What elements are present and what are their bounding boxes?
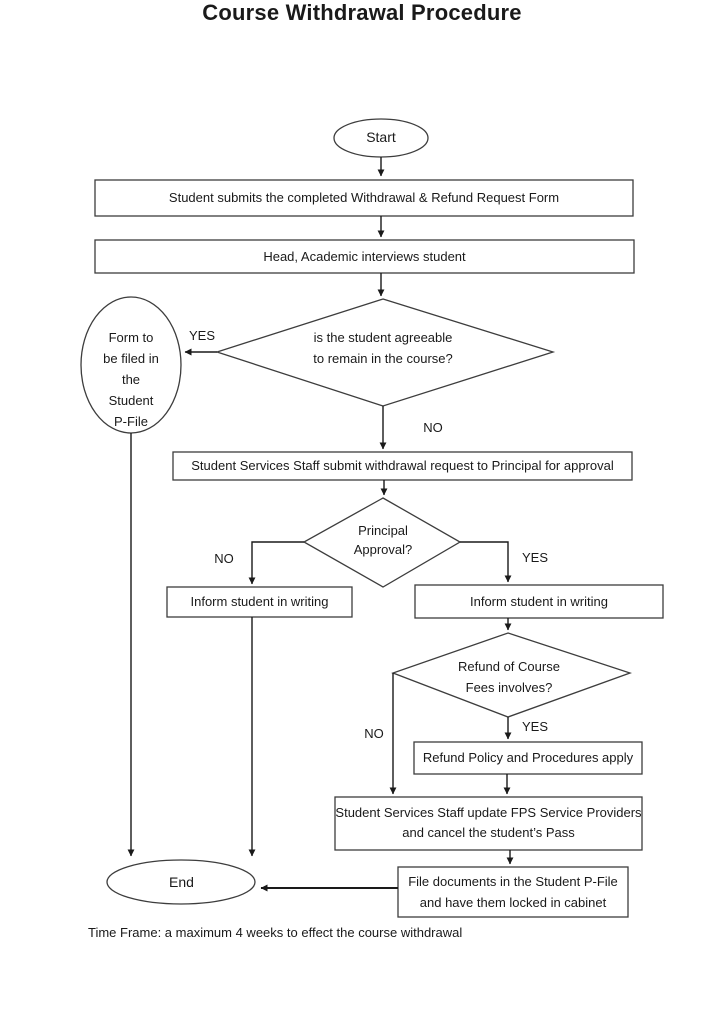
edge-principal-yes-to-inform-right [460, 541, 512, 583]
inform-left-label: Inform student in writing [190, 594, 329, 609]
file-docs-label: File documents in the Student P-File and… [398, 871, 628, 913]
form-filed-line-2: be filed in [103, 351, 159, 366]
refund-line-1: Refund of Course [458, 659, 560, 674]
inform-right-label: Inform student in writing [469, 594, 608, 609]
agreeable-line-1: is the student agreeable [313, 330, 453, 345]
principal-line-1: Principal [358, 523, 408, 538]
principal-no-label: NO [214, 551, 234, 566]
agreeable-label: is the student agreeable to remain in th… [263, 327, 503, 369]
update-fps-line-2: and cancel the student’s Pass [402, 825, 575, 840]
page-title: Course Withdrawal Procedure [202, 0, 522, 25]
end-label: End [169, 874, 194, 890]
form-filed-line-4: Student [108, 393, 154, 408]
update-fps-line-1: Student Services Staff update FPS Servic… [335, 805, 642, 820]
update-fps-label: Student Services Staff update FPS Servic… [335, 803, 642, 843]
refund-yes-label: YES [521, 719, 548, 734]
submit-form-box [94, 179, 634, 217]
time-frame-note: Time Frame: a maximum 4 weeks to effect … [88, 925, 463, 940]
update-fps-box [334, 796, 643, 851]
interview-box [94, 239, 635, 274]
start-label: Start [366, 129, 396, 145]
file-docs-line-2: and have them locked in cabinet [419, 895, 607, 910]
principal-decision-diamond [302, 497, 462, 588]
submit-request-box [172, 451, 633, 481]
form-filed-label: Form to be filed in the Student P-File [81, 327, 181, 432]
inform-left-box [166, 586, 353, 618]
submit-form-label: Student submits the completed Withdrawal… [168, 190, 560, 205]
form-filed-line-3: the [121, 372, 141, 387]
file-docs-line-1: File documents in the Student P-File [408, 874, 618, 889]
refund-no-label: NO [364, 726, 384, 741]
file-docs-box [397, 866, 629, 918]
interview-label: Head, Academic interviews student [263, 249, 466, 264]
end-terminator-shape [106, 859, 256, 905]
refund-policy-label: Refund Policy and Procedures apply [422, 750, 634, 765]
inform-right-box [414, 584, 664, 619]
principal-label: Principal Approval? [323, 521, 443, 559]
refund-policy-box [413, 741, 643, 775]
agreeable-no-label: NO [423, 420, 443, 435]
principal-line-2: Approval? [353, 542, 413, 557]
agreeable-line-2: to remain in the course? [313, 351, 453, 366]
principal-yes-label: YES [521, 550, 548, 565]
refund-label: Refund of Course Fees involves? [429, 656, 589, 698]
submit-request-label: Student Services Staff submit withdrawal… [191, 458, 614, 473]
edge-principal-no-to-inform-left [248, 541, 304, 585]
refund-line-2: Fees involves? [465, 680, 553, 695]
agreeable-yes-label: YES [188, 328, 215, 343]
form-filed-line-5: P-File [114, 414, 148, 429]
form-filed-line-1: Form to [108, 330, 154, 345]
